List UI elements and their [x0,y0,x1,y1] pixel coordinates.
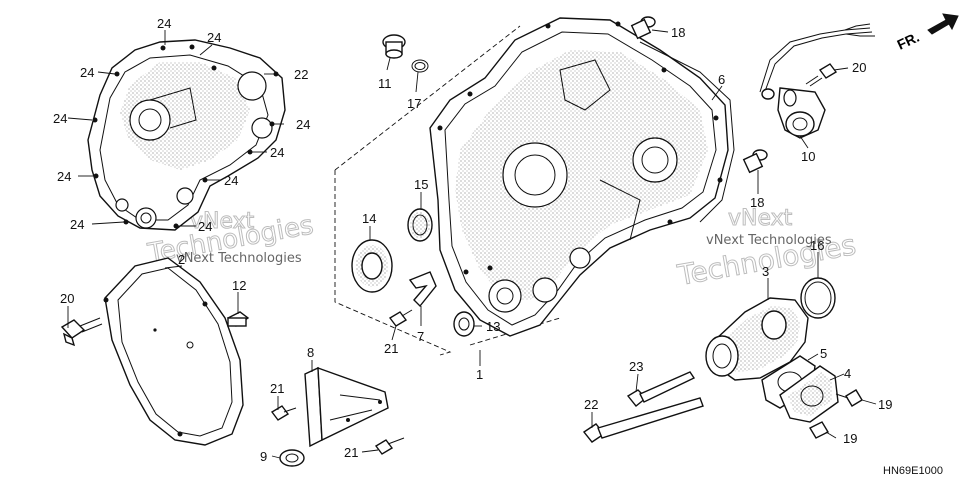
callout-17: 17 [407,96,421,111]
callout-22-top: 22 [294,67,308,82]
bolt-21-center [388,309,413,327]
bolt-12 [226,311,250,327]
callout-14: 14 [362,211,376,226]
callout-24-left-upper: 24 [80,65,94,80]
watermark-brand-top: vNext [190,209,255,234]
assembly-outline [334,25,561,356]
dowel-18-top [630,16,656,40]
callout-11: 11 [378,76,392,91]
cap-11 [382,34,406,59]
main-transmission-case [429,17,729,337]
bolt-21-lower [374,437,405,455]
callout-24-bottom-right: 24 [198,219,212,234]
callout-2: 2 [178,252,185,267]
callout-24-right-lower: 24 [224,173,238,188]
watermark-right: vNext Technologies vNext Technologies [674,206,859,293]
callout-20-left: 20 [60,291,74,306]
clamp-9 [279,449,305,467]
bolt-22-bottom [582,397,704,443]
callout-6: 6 [718,72,725,87]
callout-18-right: 18 [750,195,764,210]
oring-17 [411,59,429,73]
bolt-20-right [805,63,838,87]
seal-13 [453,311,475,337]
callout-19-lower: 19 [843,431,857,446]
housing-3 [705,297,809,381]
front-label: FR. [895,29,922,53]
callout-18-top: 18 [671,25,685,40]
callout-9: 9 [260,449,267,464]
leader-lines [67,29,877,459]
callout-10: 10 [801,149,815,164]
callout-21-center: 21 [384,341,398,356]
bolt-23 [626,371,696,407]
clamp-7 [408,271,437,308]
callout-5: 5 [820,346,827,361]
gasket-6 [639,41,735,223]
bolt-19-upper [835,389,863,407]
front-direction-marker: FR. [895,13,959,53]
callout-8: 8 [307,345,314,360]
callout-16: 16 [810,238,824,253]
diagram-code: HN69E1000 [883,465,943,477]
callout-21-lower: 21 [344,445,358,460]
callout-24-left-mid: 24 [53,111,67,126]
left-crankcase-cover [87,39,286,231]
bearing-15 [407,208,433,242]
front-arrow-icon [927,13,959,35]
callout-12: 12 [232,278,246,293]
cover-4 [779,365,839,423]
callout-labels: 24 24 24 24 24 22 24 24 24 24 24 24 2 12… [53,16,892,464]
bolt-19-lower [809,421,829,439]
watermark-caption: vNext Technologies [706,233,832,248]
callout-19-upper: 19 [878,397,892,412]
callout-1: 1 [476,367,483,382]
callout-23: 23 [629,359,643,374]
callout-3: 3 [762,264,769,279]
callout-24-top-right: 24 [207,30,221,45]
bolt-20-left [60,317,103,347]
callout-13: 13 [486,319,500,334]
callout-24-top: 24 [157,16,171,31]
callout-24-right-upper: 24 [296,117,310,132]
callout-21-upper: 21 [270,381,284,396]
watermark-caption: vNext Technologies [176,251,302,266]
callout-20-right: 20 [852,60,866,75]
watermark-brand-top: vNext [728,206,793,231]
callout-7: 7 [417,329,424,344]
callout-24-right-mid: 24 [270,145,284,160]
callout-15: 15 [414,177,428,192]
speed-sensor-10 [759,23,875,139]
cover-plate [103,257,244,446]
bolt-21-upper [270,405,297,421]
callout-24-left-lower: 24 [57,169,71,184]
callout-22-bottom: 22 [584,397,598,412]
callout-4: 4 [844,366,851,381]
oring-16 [800,277,836,319]
dowel-18-right [742,149,768,174]
callout-24-bottom-left: 24 [70,217,84,232]
bracket-8 [304,366,389,448]
bearing-14 [351,239,393,293]
